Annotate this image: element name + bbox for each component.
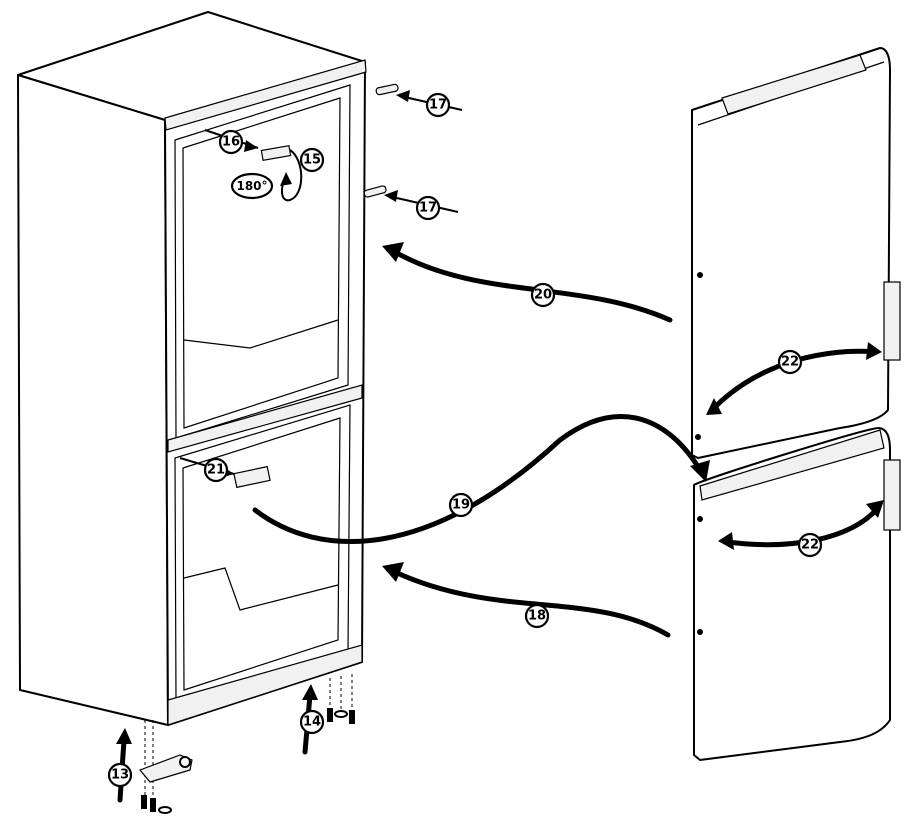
svg-text:20: 20 bbox=[534, 288, 552, 303]
hinge-pins bbox=[233, 83, 399, 489]
label-17-middle: 17 bbox=[415, 195, 441, 221]
upper-door bbox=[691, 47, 901, 459]
movement-arrows bbox=[252, 242, 884, 638]
lower-door-top-strip bbox=[699, 429, 885, 501]
svg-text:17: 17 bbox=[419, 201, 437, 216]
lower-door-side-handle bbox=[883, 459, 901, 531]
label-14: 14 bbox=[299, 709, 325, 735]
label-19: 19 bbox=[448, 492, 474, 518]
label-21: 21 bbox=[203, 457, 229, 483]
label-22-lower: 22 bbox=[797, 532, 823, 558]
svg-text:16: 16 bbox=[222, 135, 240, 150]
cabinet-side bbox=[17, 74, 169, 726]
label-22-upper: 22 bbox=[777, 349, 803, 375]
label-17-top: 17 bbox=[425, 92, 451, 118]
pin-top bbox=[375, 83, 399, 96]
svg-text:22: 22 bbox=[781, 355, 799, 370]
screw bbox=[158, 806, 172, 814]
upper-compartment-outer bbox=[174, 84, 351, 439]
svg-text:22: 22 bbox=[801, 538, 819, 553]
callout-labels: 13 14 15 16 17 17 18 19 bbox=[107, 92, 823, 788]
label-15: 15 bbox=[299, 147, 325, 173]
svg-text:18: 18 bbox=[528, 609, 546, 624]
bottom-hinge-plate bbox=[138, 754, 193, 783]
arrow-18 bbox=[392, 569, 671, 638]
top-trim-strip bbox=[164, 59, 367, 131]
pin-middle bbox=[363, 185, 387, 198]
lower-shelf-line bbox=[183, 567, 339, 611]
lower-compartment-inner bbox=[182, 417, 341, 691]
lower-door-panel bbox=[693, 427, 891, 761]
svg-text:14: 14 bbox=[303, 715, 321, 730]
svg-text:13: 13 bbox=[111, 768, 129, 783]
upper-shelf-line bbox=[183, 319, 339, 349]
upper-door-side-handle bbox=[883, 281, 901, 361]
lower-door bbox=[693, 427, 901, 761]
screw bbox=[327, 708, 333, 722]
fridge-cabinet bbox=[17, 11, 367, 726]
svg-text:15: 15 bbox=[303, 153, 321, 168]
svg-text:19: 19 bbox=[452, 498, 470, 513]
upper-compartment-inner bbox=[182, 97, 341, 429]
arrow-20 bbox=[392, 249, 673, 323]
svg-text:180°: 180° bbox=[236, 179, 267, 193]
label-rotation: 180° bbox=[230, 172, 274, 200]
upper-door-top-handle bbox=[721, 54, 867, 115]
label-20: 20 bbox=[530, 282, 556, 308]
upper-door-panel bbox=[691, 47, 891, 459]
arrow-19 bbox=[252, 414, 703, 545]
screw bbox=[334, 710, 348, 718]
label-18: 18 bbox=[524, 603, 550, 629]
svg-text:21: 21 bbox=[207, 463, 225, 478]
label-16: 16 bbox=[218, 129, 244, 155]
screw bbox=[349, 710, 355, 724]
cabinet-plinth bbox=[167, 644, 363, 726]
compartment-divider bbox=[167, 384, 363, 453]
screw bbox=[150, 798, 156, 812]
svg-text:17: 17 bbox=[429, 98, 447, 113]
screw bbox=[141, 795, 147, 809]
label-13: 13 bbox=[107, 762, 133, 788]
rotation-arrow bbox=[280, 149, 303, 202]
middle-hinge-bracket bbox=[233, 465, 271, 489]
